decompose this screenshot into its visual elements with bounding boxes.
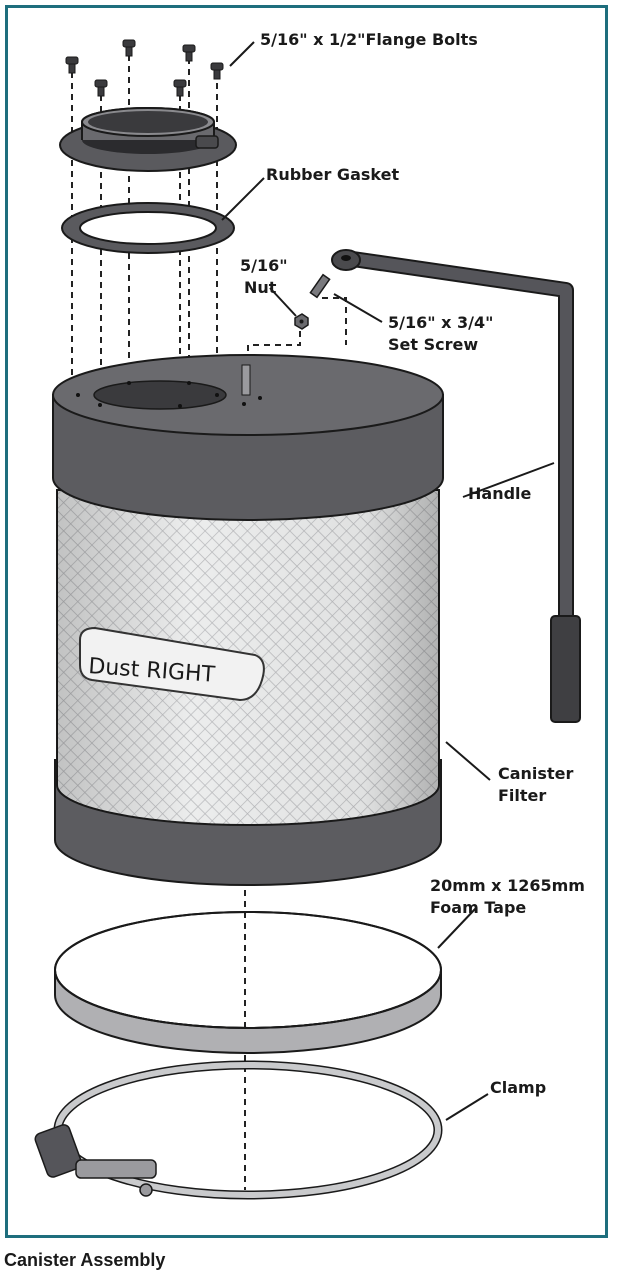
figure-caption: Canister Assembly [4,1250,166,1270]
set-screw [309,273,331,299]
label-foam-tape-line1: 20mm x 1265mm [430,876,585,895]
canister-assembly-diagram: Dust RIGHT [34,39,581,1200]
label-rubber-gasket: Rubber Gasket [266,165,400,184]
diagram-frame [5,5,608,1238]
label-canister-filter-line2: Filter [498,786,547,805]
label-nut-line2: Nut [244,278,277,297]
label-flange-bolts: 5/16" x 1/2"Flange Bolts [260,30,478,49]
label-handle: Handle [468,484,532,503]
canister-filter: Dust RIGHT [52,354,444,886]
flange-bolts [65,39,224,97]
label-set-screw-line2: Set Screw [388,335,479,354]
nut [294,313,309,330]
dust-right-logo: Dust RIGHT [79,626,265,702]
foam-tape [54,911,442,1054]
flange [59,107,237,172]
label-set-screw-line1: 5/16" x 3/4" [388,313,494,332]
clamp [34,1060,443,1200]
handle [331,249,581,723]
rubber-gasket [61,202,235,254]
label-nut-line1: 5/16" [240,256,288,275]
label-foam-tape-line2: Foam Tape [430,898,527,917]
leader-lines [221,41,555,1121]
label-clamp: Clamp [490,1078,547,1097]
label-canister-filter-line1: Canister [498,764,574,783]
